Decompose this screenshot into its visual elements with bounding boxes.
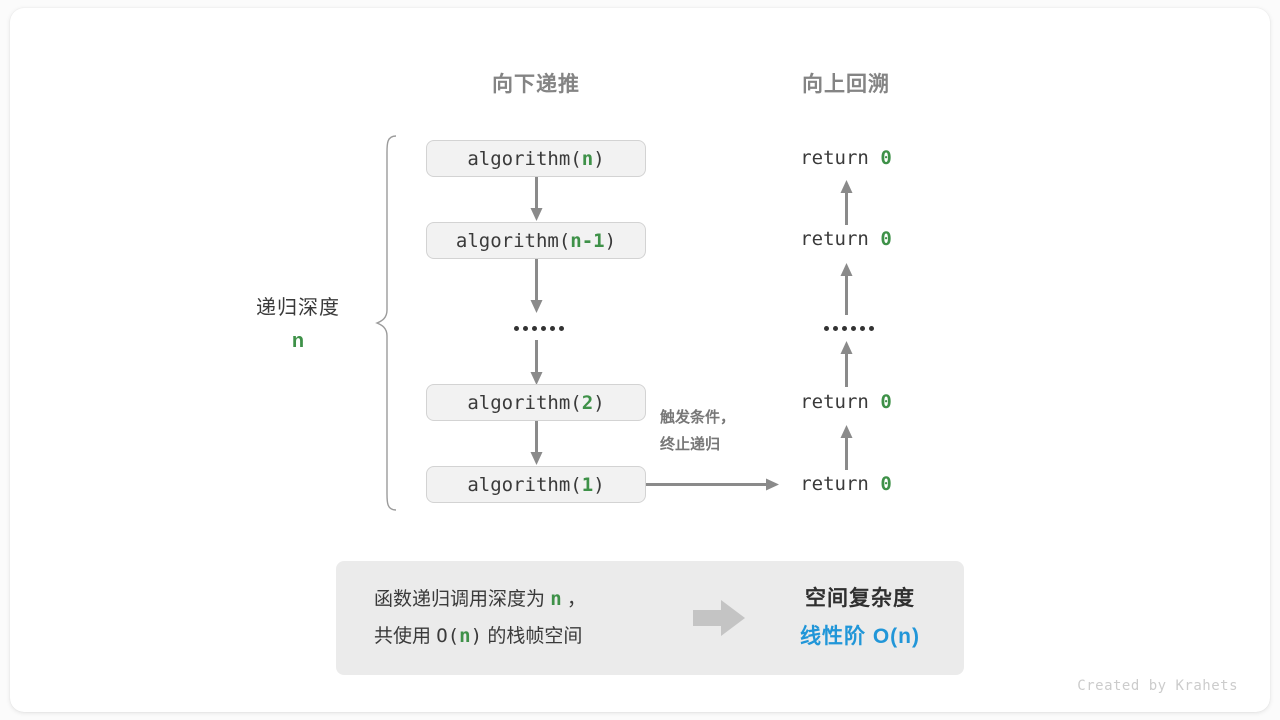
- call-box-3-prefix: algorithm(: [467, 473, 582, 496]
- trigger-note: 触发条件， 终止递归: [660, 404, 735, 458]
- return-stack-ellipsis: [824, 326, 874, 331]
- call-box-1-arg: n-1: [570, 229, 605, 252]
- return-label-3-value: 0: [880, 473, 892, 495]
- call-box-2[interactable]: algorithm(2): [426, 384, 646, 421]
- return-label-2-text: return: [800, 391, 881, 413]
- credit-text: Created by Krahets: [1077, 678, 1238, 694]
- summary-l2-a: 共使用: [374, 626, 437, 647]
- arrow-down-icon-3: [530, 421, 543, 465]
- trigger-note-line2: 终止递归: [660, 436, 721, 453]
- diagram-card: 向下递推 向上回溯 递归深度 n algorithm(n) algorithm(…: [10, 8, 1270, 712]
- call-box-1-suffix: ): [604, 229, 617, 252]
- return-label-3-text: return: [800, 473, 881, 495]
- right-arrow-icon: [692, 600, 745, 636]
- summary-left-line1: 函数递归调用深度为 n ，: [374, 581, 681, 618]
- summary-complexity-value: 线性阶 O(n): [800, 625, 920, 648]
- call-box-0-prefix: algorithm(: [467, 147, 582, 170]
- summary-l1-b: ，: [561, 589, 587, 610]
- summary-left-text: 函数递归调用深度为 n ， 共使用 O(n) 的栈帧空间: [336, 581, 681, 655]
- column-header-up: 向上回溯: [802, 73, 890, 96]
- recursion-depth-text: 递归深度: [256, 297, 340, 319]
- return-label-1-value: 0: [880, 228, 892, 250]
- arrow-down-icon-2: [530, 340, 543, 385]
- call-box-2-arg: 2: [581, 391, 594, 414]
- arrow-up-icon-1: [840, 263, 853, 315]
- arrow-up-icon-3: [840, 425, 853, 470]
- recursion-depth-label: 递归深度 n: [218, 291, 378, 353]
- call-box-3-suffix: ): [593, 473, 605, 496]
- call-stack-ellipsis: [514, 326, 564, 331]
- summary-arrow-wrap: [681, 600, 756, 636]
- arrow-up-icon-2: [840, 341, 853, 387]
- call-box-0-suffix: ): [593, 147, 605, 170]
- call-box-2-prefix: algorithm(: [467, 391, 582, 414]
- diagram-stage: 向下递推 向上回溯 递归深度 n algorithm(n) algorithm(…: [10, 8, 1270, 712]
- call-box-0-arg: n: [581, 147, 594, 170]
- arrow-right-terminate-icon: [646, 478, 779, 491]
- call-box-3[interactable]: algorithm(1): [426, 466, 646, 503]
- summary-complexity-title: 空间复杂度: [805, 587, 915, 610]
- summary-l2-b: 的栈帧空间: [482, 626, 583, 647]
- call-box-1-prefix: algorithm(: [455, 229, 571, 252]
- return-label-3: return 0: [771, 473, 921, 495]
- return-label-1: return 0: [771, 228, 921, 250]
- return-label-1-text: return: [800, 228, 881, 250]
- return-label-0-text: return: [800, 147, 881, 169]
- return-label-2-value: 0: [880, 391, 892, 413]
- arrow-down-icon-1: [530, 259, 543, 313]
- call-box-1[interactable]: algorithm(n-1): [426, 222, 646, 259]
- summary-l2-O: O(: [436, 625, 460, 647]
- summary-panel: 函数递归调用深度为 n ， 共使用 O(n) 的栈帧空间 空间复杂度 线性阶 O…: [336, 561, 964, 675]
- call-box-0[interactable]: algorithm(n): [426, 140, 646, 177]
- curly-brace-icon: [375, 135, 397, 511]
- recursion-depth-value: n: [291, 330, 305, 352]
- return-label-0-value: 0: [880, 147, 892, 169]
- summary-l1-n: n: [550, 588, 562, 610]
- summary-l2-Oc: ): [470, 625, 483, 647]
- column-header-down: 向下递推: [492, 73, 580, 96]
- return-label-0: return 0: [771, 147, 921, 169]
- arrow-down-icon-0: [530, 177, 543, 221]
- call-box-3-arg: 1: [581, 473, 594, 496]
- trigger-note-line1: 触发条件，: [660, 409, 736, 426]
- summary-l1-a: 函数递归调用深度为: [374, 589, 551, 610]
- arrow-up-icon-0: [840, 180, 853, 225]
- return-label-2: return 0: [771, 391, 921, 413]
- call-box-2-suffix: ): [593, 391, 605, 414]
- summary-l2-n: n: [459, 625, 471, 647]
- summary-right-text: 空间复杂度 线性阶 O(n): [756, 580, 964, 656]
- summary-left-line2: 共使用 O(n) 的栈帧空间: [374, 618, 681, 655]
